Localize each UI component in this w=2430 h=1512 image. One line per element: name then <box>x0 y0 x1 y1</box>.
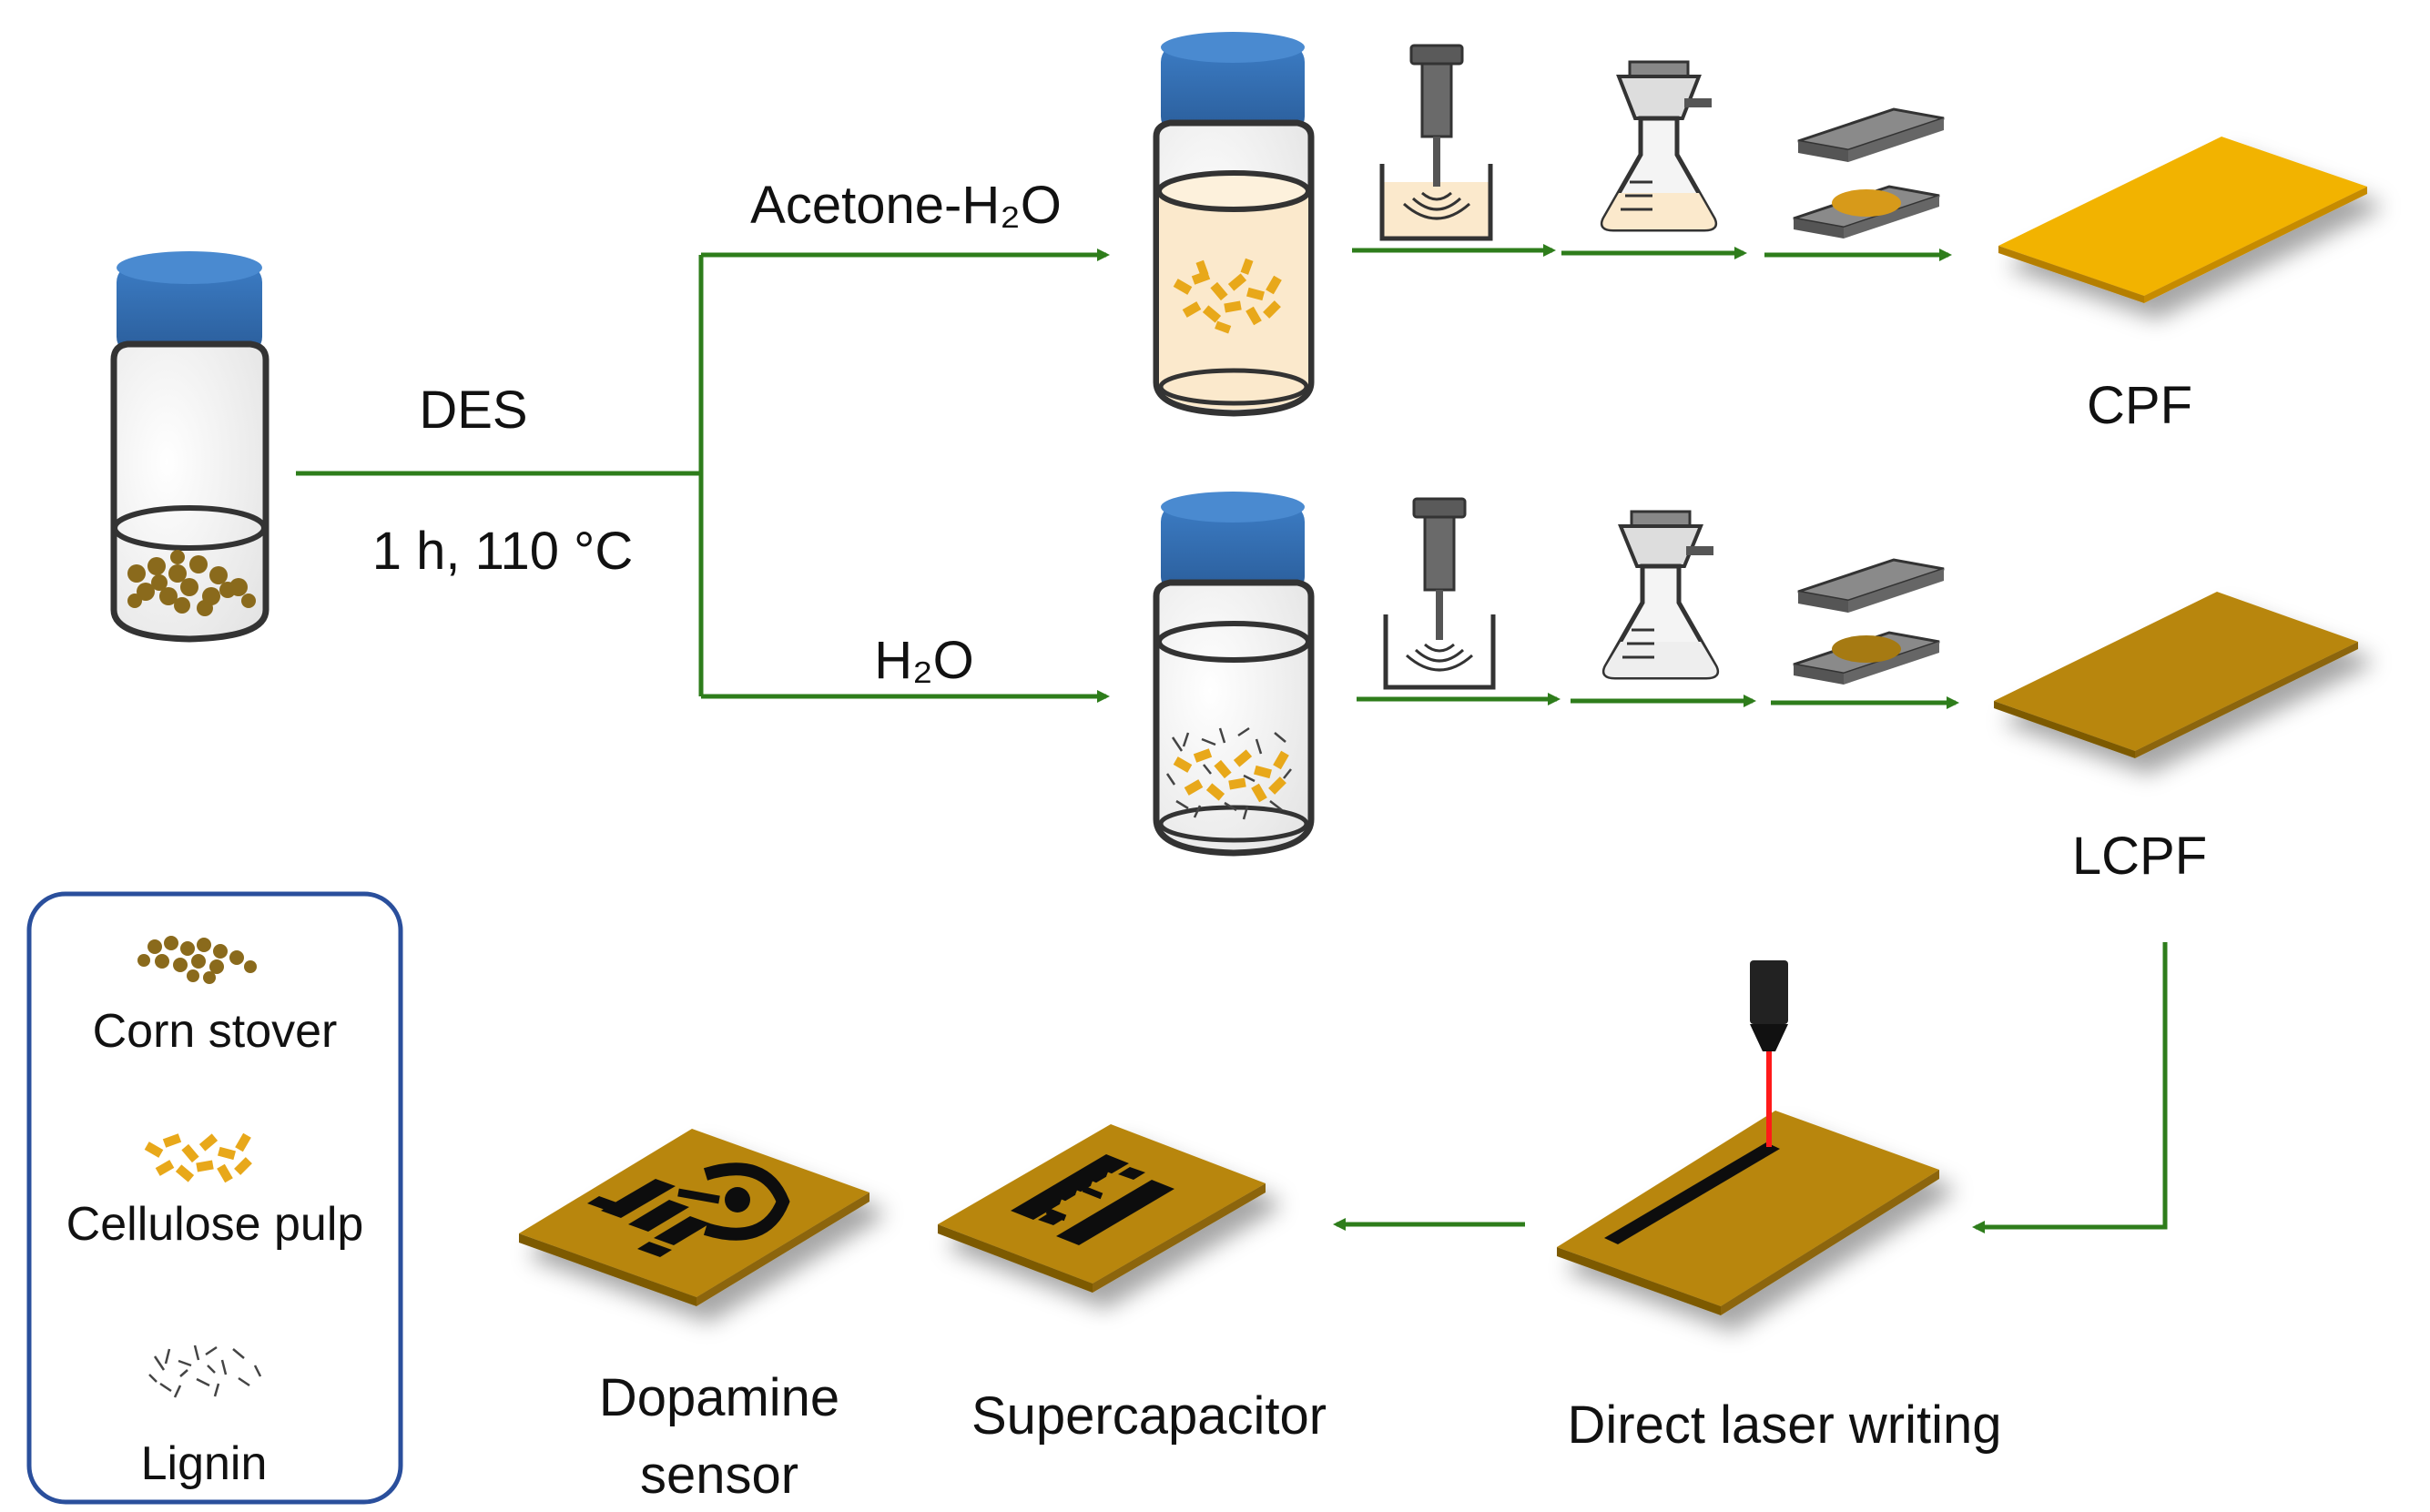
sonicator-top <box>1379 44 1493 241</box>
legend: Corn stover Cellulose pulp Lignin <box>26 891 403 1505</box>
lcpf-label: LCPF <box>2072 827 2207 886</box>
h2o-label: H₂O <box>874 631 974 690</box>
lcpf-to-dlw-connector <box>1972 942 2168 1233</box>
conditions-label: 1 h, 110 °C <box>372 522 634 581</box>
press-top <box>1793 107 1945 238</box>
laser-writing-film <box>1557 1111 1939 1315</box>
lcpf-film <box>1994 592 2358 758</box>
laser-head <box>1750 960 1788 1147</box>
dlw-label: Direct laser writing <box>1568 1395 2002 1455</box>
filtration-flask-top <box>1600 60 1718 232</box>
dopamine-label-line2: sensor <box>640 1446 798 1505</box>
split-connector <box>296 249 1110 703</box>
legend-lignin-icon <box>148 1345 262 1398</box>
acetone-jar <box>1153 32 1315 417</box>
supercapacitor-label: Supercapacitor <box>971 1386 1327 1446</box>
legend-corn-icon <box>137 936 257 984</box>
legend-lignin-label: Lignin <box>141 1437 268 1490</box>
supercapacitor-device <box>938 1124 1266 1293</box>
water-jar <box>1153 492 1315 857</box>
legend-corn-label: Corn stover <box>93 1005 338 1058</box>
des-label: DES <box>419 381 527 440</box>
sonicator-bottom <box>1383 497 1496 690</box>
dopamine-sensor-device <box>519 1129 869 1306</box>
acetone-h2o-label: Acetone-H₂O <box>750 176 1062 235</box>
legend-pulp-label: Cellulose pulp <box>66 1198 364 1251</box>
corn-stover-jar <box>110 251 269 643</box>
cpf-film <box>1998 137 2367 303</box>
cpf-label: CPF <box>2087 376 2192 435</box>
press-bottom <box>1793 558 1945 685</box>
legend-pulp-icon <box>144 1132 252 1183</box>
dopamine-label-line1: Dopamine <box>599 1368 839 1427</box>
filtration-flask-bottom <box>1601 510 1720 680</box>
